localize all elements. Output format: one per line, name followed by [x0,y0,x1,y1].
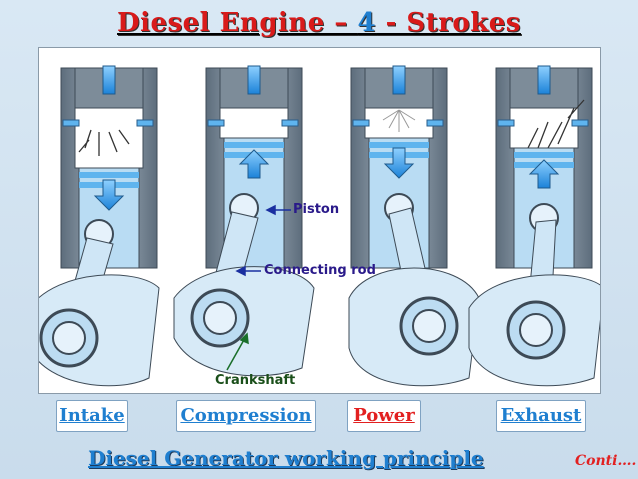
cylinder-power [348,65,480,387]
footer-title: Diesel Generator working principle [88,446,484,470]
crankshaft-callout-arrow [226,332,249,371]
cylinder-intake [28,65,160,387]
piston-callout-arrow [265,204,291,216]
stroke-label-intake: Intake [56,400,128,432]
stroke-label-compression: Compression [176,400,316,432]
title-part-2: 4 [357,8,377,38]
title-part-3: - Strokes [376,8,521,38]
stroke-label-power: Power [347,400,421,432]
engine-diagram-panel: Piston Connecting rod Crankshaft [28,47,605,394]
stroke-label-exhaust: Exhaust [496,400,586,432]
crankshaft-label: Crankshaft [215,373,296,388]
piston-label: Piston [293,202,340,217]
continued-note: Conti…. [575,453,637,469]
connecting-rod-callout-arrow [235,265,261,277]
engine-diagram [28,65,605,387]
title-part-1: Diesel Engine – [117,8,358,38]
slide-title: Diesel Engine – 4 - Strokes [0,8,638,38]
cylinder-compression [173,65,315,377]
connecting-rod-label: Connecting rod [264,263,376,278]
cylinder-exhaust [468,65,605,387]
